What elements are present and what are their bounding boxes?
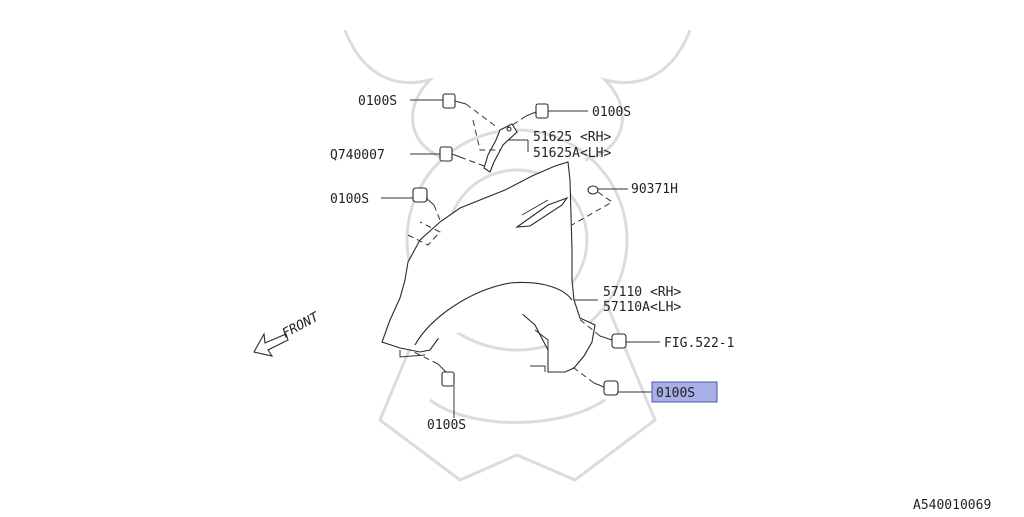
label-bracket-rh[interactable]: 51625 <RH> — [533, 130, 611, 145]
label-fender-lh[interactable]: 57110A<LH> — [603, 300, 681, 315]
label-nut[interactable]: Q740007 — [330, 148, 385, 163]
bolt-icon-bottom — [437, 363, 455, 387]
bolt-icon-top-left — [442, 93, 467, 109]
label-clip[interactable]: 90371H — [631, 182, 678, 197]
label-bolt-top-right[interactable]: 0100S — [592, 105, 631, 120]
highlight-box — [651, 381, 718, 403]
front-arrow-icon — [253, 332, 289, 357]
label-bolt-bottom[interactable]: 0100S — [427, 418, 466, 433]
label-fender-rh[interactable]: 57110 <RH> — [603, 285, 681, 300]
diagram-id: A540010069 — [913, 498, 991, 512]
label-bolt-left[interactable]: 0100S — [330, 192, 369, 207]
bolt-icon-highlighted-part — [593, 380, 619, 396]
front-label: FRONT — [280, 309, 323, 341]
label-bracket-lh[interactable]: 51625A<LH> — [533, 146, 611, 161]
label-fig-reference[interactable]: FIG.522-1 — [664, 336, 734, 351]
label-bolt-top-left[interactable]: 0100S — [358, 94, 397, 109]
clip-icon — [587, 185, 599, 195]
bolt-icon-left — [412, 187, 435, 206]
label-bolt-highlighted[interactable]: 0100S — [656, 386, 695, 401]
leader-lines — [381, 99, 660, 418]
fender-bracket — [483, 123, 518, 173]
fender-panel — [381, 161, 596, 373]
bolt-icon-top-right — [525, 103, 549, 119]
bolt-icon-fig-ref — [599, 333, 627, 349]
assembly-lines — [407, 103, 613, 384]
